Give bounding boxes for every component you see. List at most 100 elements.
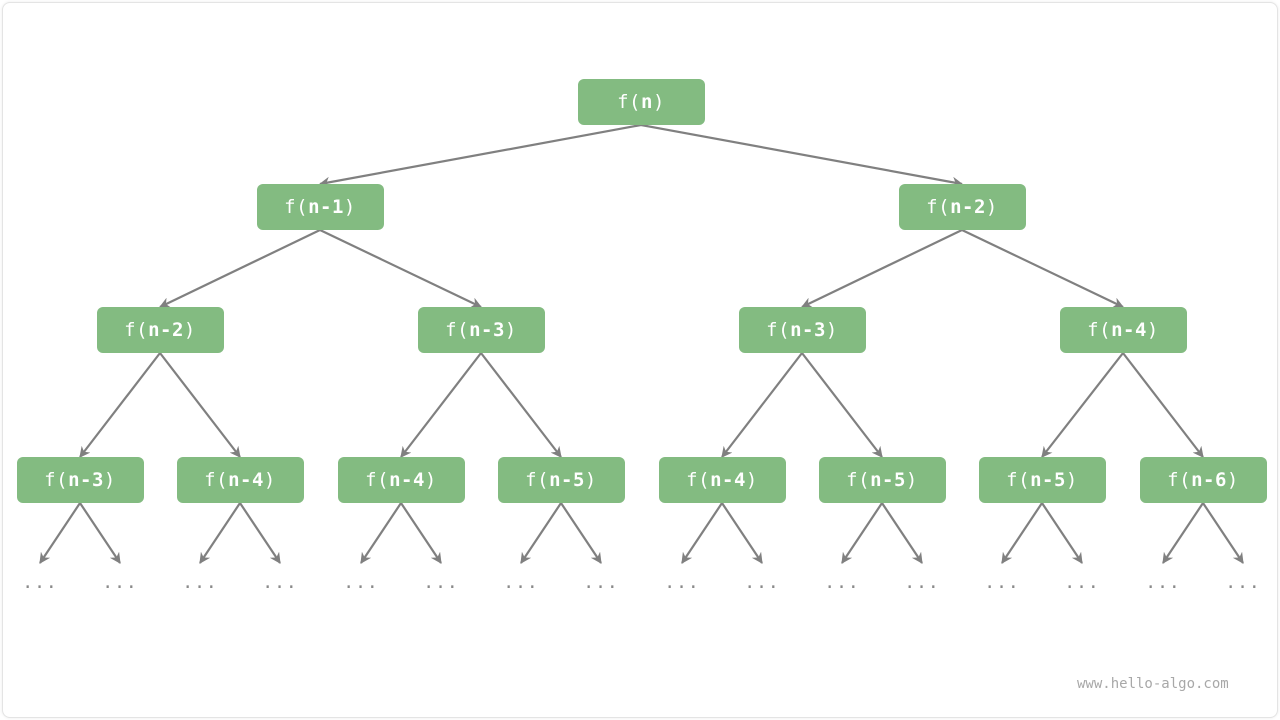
leaf-edge [79,502,121,564]
ellipsis: ... [102,572,138,593]
node-paren-close: ) [504,319,517,341]
node-function-name: f [617,91,630,113]
tree-edge [961,229,1124,308]
node-paren-open: ( [56,469,69,491]
node-paren-open: ( [537,469,550,491]
node-function-name: f [766,319,779,341]
ellipsis: ... [744,572,780,593]
node-paren-close: ) [652,91,665,113]
leaf-edge [360,502,402,564]
leaf-edge [881,502,923,564]
ellipsis: ... [262,572,298,593]
ellipsis: ... [984,572,1020,593]
node-paren-open: ( [1179,469,1192,491]
node-paren-close: ) [424,469,437,491]
node-paren-close: ) [263,469,276,491]
ellipsis: ... [1064,572,1100,593]
ellipsis: ... [343,572,379,593]
node-paren-close: ) [1146,319,1159,341]
node-function-name: f [365,469,378,491]
node-argument: n-5 [549,469,585,491]
node-paren-open: ( [778,319,791,341]
node-function-name: f [445,319,458,341]
tree-node: f(n-5) [818,457,946,503]
node-paren-open: ( [457,319,470,341]
ellipsis: ... [182,572,218,593]
tree-edge [640,123,964,188]
node-paren-close: ) [1065,469,1078,491]
leaf-edge [400,502,442,564]
watermark: www.hello-algo.com [1077,676,1229,692]
tree-edge [79,352,161,458]
tree-edge [318,123,642,188]
ellipsis: ... [423,572,459,593]
tree-edge [1122,352,1204,458]
node-paren-close: ) [745,469,758,491]
node-argument: n-6 [1191,469,1227,491]
tree-edge [801,229,963,308]
node-paren-open: ( [1099,319,1112,341]
node-paren-close: ) [985,196,998,218]
leaf-edge [721,502,763,564]
node-argument: n-5 [1030,469,1066,491]
tree-node: f(n-2) [898,184,1026,230]
node-paren-close: ) [905,469,918,491]
tree-node: f(n-3) [16,457,144,503]
leaf-edge [199,502,241,564]
tree-edge [159,352,241,458]
tree-edge [319,229,482,308]
tree-edge [721,352,803,458]
node-paren-open: ( [136,319,149,341]
tree-node: f(n-4) [176,457,304,503]
node-argument: n-4 [389,469,425,491]
node-paren-open: ( [216,469,229,491]
node-paren-close: ) [343,196,356,218]
leaf-edge [1162,502,1204,564]
leaf-edge [239,502,281,564]
node-function-name: f [846,469,859,491]
node-paren-open: ( [938,196,951,218]
tree-node: f(n-1) [256,184,384,230]
ellipsis: ... [664,572,700,593]
node-function-name: f [124,319,137,341]
ellipsis: ... [22,572,58,593]
ellipsis: ... [583,572,619,593]
node-function-name: f [44,469,57,491]
node-argument: n-3 [469,319,505,341]
tree-node: f(n-2) [96,307,224,353]
tree-edge [1041,352,1124,458]
tree-node: f(n-4) [658,457,786,503]
tree-edge [480,352,562,458]
node-argument: n-4 [710,469,746,491]
node-paren-close: ) [825,319,838,341]
ellipsis: ... [1225,572,1261,593]
node-function-name: f [284,196,297,218]
node-paren-open: ( [698,469,711,491]
leaf-edge [1202,502,1244,564]
leaf-edge [1001,502,1043,564]
node-argument: n-3 [790,319,826,341]
leaf-edge [841,502,883,564]
tree-node: f(n-3) [417,307,545,353]
node-paren-open: ( [858,469,871,491]
node-argument: n-2 [148,319,184,341]
node-paren-open: ( [377,469,390,491]
node-argument: n-3 [68,469,104,491]
leaf-edge [560,502,602,564]
tree-edge [801,352,883,458]
tree-node: f(n) [577,79,705,125]
tree-node: f(n-6) [1139,457,1267,503]
tree-edge [159,229,321,308]
ellipsis: ... [904,572,940,593]
node-argument: n-4 [1111,319,1147,341]
leaf-edge [39,502,81,564]
node-function-name: f [1006,469,1019,491]
node-function-name: f [1087,319,1100,341]
tree-node: f(n-5) [497,457,625,503]
node-paren-open: ( [296,196,309,218]
ellipsis: ... [1145,572,1181,593]
tree-node: f(n-3) [738,307,866,353]
node-paren-close: ) [1226,469,1239,491]
leaf-edge [520,502,562,564]
